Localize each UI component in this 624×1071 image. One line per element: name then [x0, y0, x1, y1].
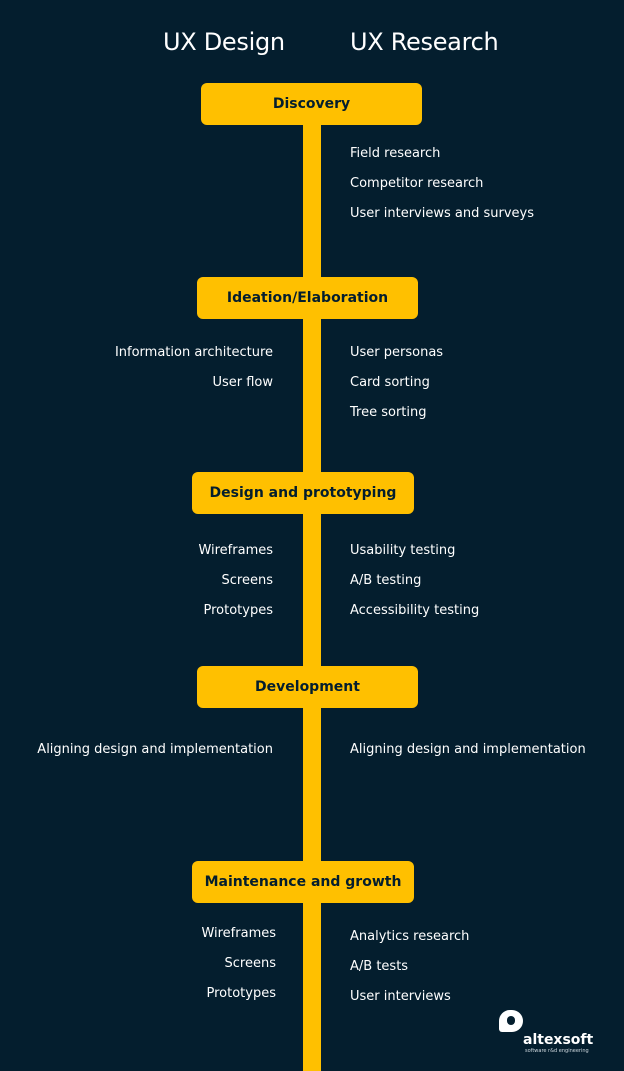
research-item: User interviews and surveys [350, 206, 534, 221]
research-item: Accessibility testing [350, 603, 480, 618]
timeline-spine [303, 104, 321, 1071]
stage-ideation-elaboration: Ideation/Elaboration [197, 277, 418, 319]
research-item: User personas [350, 345, 444, 360]
research-item: A/B tests [350, 959, 409, 974]
research-item: Competitor research [350, 176, 484, 191]
stage-development: Development [197, 666, 418, 708]
column-title-ux-design: UX Design [163, 28, 285, 56]
design-item: Aligning design and implementation [37, 742, 273, 757]
design-item: Prototypes [203, 603, 274, 618]
stage-discovery: Discovery [201, 83, 422, 125]
design-item: Prototypes [206, 986, 277, 1001]
altexsoft-logo-icon [499, 1010, 523, 1032]
research-item: Usability testing [350, 543, 456, 558]
research-item: A/B testing [350, 573, 422, 588]
research-item: Card sorting [350, 375, 430, 390]
research-item: Field research [350, 146, 441, 161]
research-item: User interviews [350, 989, 451, 1004]
stage-maintenance-and-growth: Maintenance and growth [192, 861, 414, 903]
altexsoft-logo: altexsoft software r&d engineering [497, 1008, 607, 1058]
research-item: Analytics research [350, 929, 470, 944]
design-item: Screens [224, 956, 276, 971]
research-item: Tree sorting [350, 405, 427, 420]
logo-tagline: software r&d engineering [525, 1048, 589, 1054]
design-item: Information architecture [114, 345, 273, 360]
stage-design-and-prototyping: Design and prototyping [192, 472, 414, 514]
design-item: Screens [221, 573, 273, 588]
research-item: Aligning design and implementation [350, 742, 586, 757]
column-title-ux-research: UX Research [350, 28, 499, 56]
design-item: Wireframes [201, 926, 276, 941]
logo-wordmark: altexsoft [523, 1032, 594, 1048]
design-item: User flow [212, 375, 273, 390]
design-item: Wireframes [198, 543, 273, 558]
